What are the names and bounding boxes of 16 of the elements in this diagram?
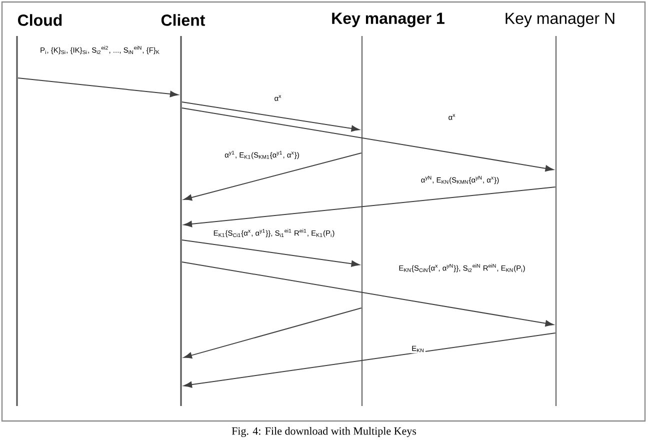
message-arrow (184, 186, 556, 228)
lifeline-header: Key manager 1 (332, 12, 444, 28)
message-arrow (182, 262, 554, 327)
lifeline (16, 36, 18, 406)
lifeline (180, 36, 182, 406)
message-arrow (184, 332, 556, 388)
message-arrow (182, 102, 360, 132)
lifeline-header: Key manager N (506, 12, 614, 28)
message-arrow (184, 308, 362, 359)
caption: Fig. 4: File download with Multiple Keys (232, 427, 416, 437)
lifeline-header: Cloud (18, 14, 62, 26)
lifeline-header: Client (161, 14, 206, 26)
message-arrow (182, 108, 554, 172)
message-arrow (18, 78, 178, 98)
message-arrow (184, 152, 362, 201)
message-arrow (182, 240, 360, 267)
